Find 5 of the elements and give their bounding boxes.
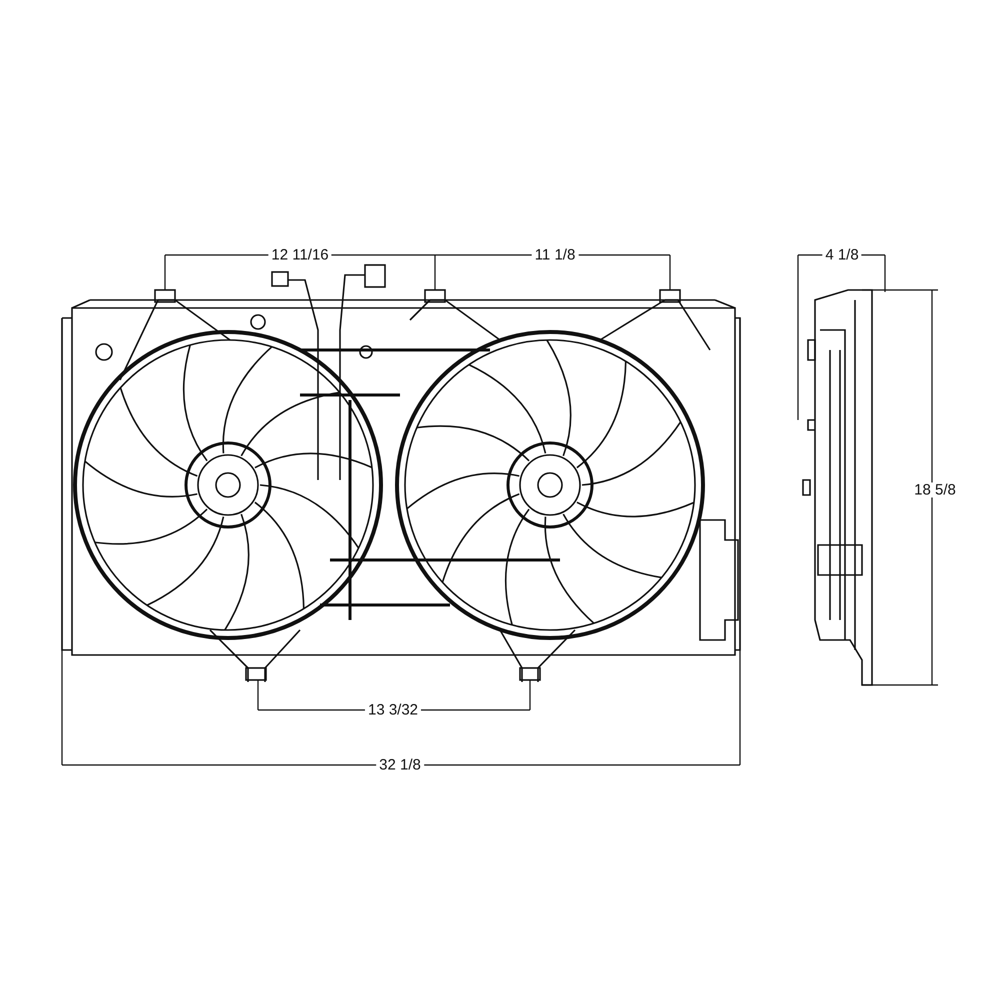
dimension-label: 4 1/8 [822, 248, 862, 262]
dimension-label: 32 1/8 [376, 758, 424, 772]
dimension-label: 11 1/8 [532, 248, 578, 262]
dimension-label: 13 3/32 [364, 702, 422, 718]
dimension-label: 12 11/16 [268, 248, 332, 262]
